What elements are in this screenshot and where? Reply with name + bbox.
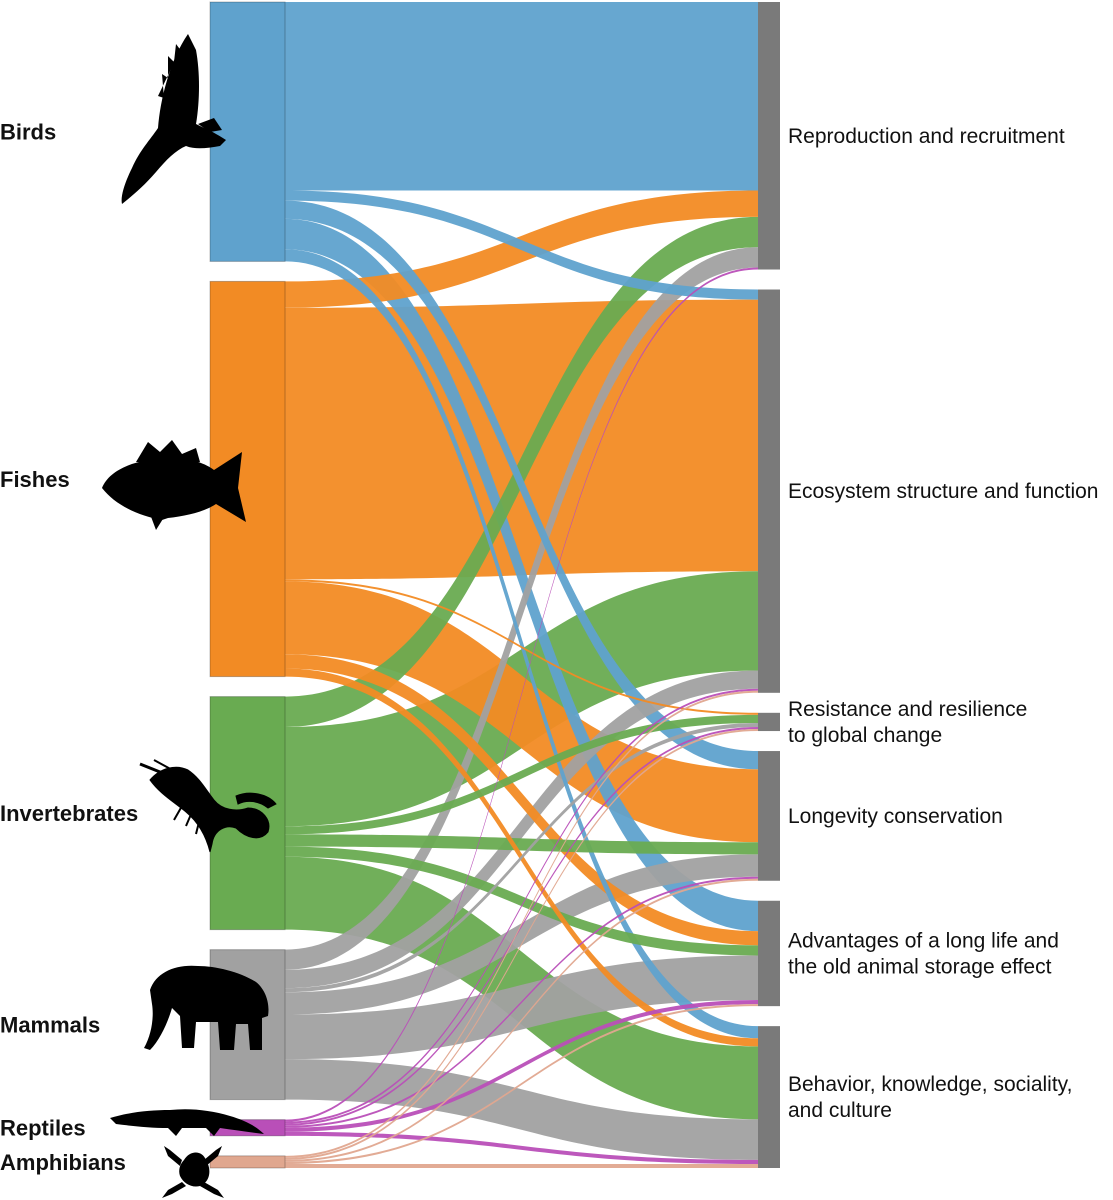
flow-birds-to-repro [285,2,758,191]
source-label-mammals: Mammals [0,1013,100,1038]
flow-mammals-to-adv [285,955,758,1060]
flow-mammals-to-resist [285,722,758,993]
target-label-behav: Behavior, knowledge, sociality, and cultu… [788,1073,1072,1122]
flow-fishes-to-eco [285,299,758,580]
flow-amphibians-to-behav [285,1163,758,1168]
flow-amphibians-to-adv [285,1004,758,1164]
target-node-eco [758,289,780,693]
flow-amphibians-to-longev [285,878,758,1162]
flow-amphibians-to-eco [285,690,758,1158]
source-label-amphibians: Amphibians [0,1150,126,1175]
target-label-eco: Ecosystem structure and function [788,480,1098,503]
source-node-amphibians [209,1155,286,1169]
target-node-repro [758,2,780,270]
target-label-line: the old animal storage effect [788,955,1052,978]
flow-invertebrates-to-repro [285,216,758,727]
target-node-resist [758,712,780,732]
flow-birds-to-eco [285,190,758,300]
crocodile-icon [110,1109,264,1136]
target-label-line: and culture [788,1099,892,1122]
lobster-icon [139,759,277,853]
flow-birds-to-longev [285,200,758,770]
flow-reptiles-to-resist [285,726,758,1126]
target-label-resist: Resistance and resilience to global chang… [788,698,1027,747]
bird-icon [121,34,226,204]
flow-reptiles-to-behav [285,1131,758,1164]
flow-amphibians-to-resist [285,729,758,1160]
flow-fishes-to-resist [285,579,758,715]
flow-birds-to-behav [285,249,758,1039]
elephant-icon [144,965,269,1050]
flow-mammals-to-eco [285,670,758,989]
target-label-line: Reproduction and recruitment [788,125,1065,148]
flow-mammals-to-longev [285,854,758,1015]
flow-reptiles-to-longev [285,876,758,1128]
icons-layer [102,34,277,1198]
target-node-longev [758,751,780,881]
flow-reptiles-to-eco [285,688,758,1124]
source-label-reptiles: Reptiles [0,1116,86,1141]
flow-reptiles-to-repro [285,267,758,1122]
target-label-line: Longevity conservation [788,805,1003,828]
flow-invertebrates-to-adv [285,846,758,956]
source-node-birds [209,1,286,262]
flow-reptiles-to-adv [285,1000,758,1132]
target-label-repro: Reproduction and recruitment [788,125,1065,148]
flow-mammals-to-repro [285,247,758,970]
target-label-adv: Advantages of a long life and the old ani… [788,929,1059,978]
flow-birds-to-adv [285,218,758,932]
target-label-line: Behavior, knowledge, sociality, [788,1073,1072,1096]
target-label-line: Resistance and resilience [788,698,1027,721]
target-label-line: to global change [788,724,942,747]
target-label-line: Ecosystem structure and function [788,480,1098,503]
flow-mammals-to-behav [285,1059,758,1160]
fish-icon [102,440,246,530]
source-label-fishes: Fishes [0,467,70,492]
flow-fishes-to-adv [285,654,758,946]
target-label-line: Advantages of a long life and [788,929,1059,952]
source-label-invertebrates: Invertebrates [0,801,138,826]
flow-invertebrates-to-longev [285,834,758,855]
source-label-birds: Birds [0,120,56,145]
target-node-adv [758,900,780,1007]
flow-invertebrates-to-resist [285,714,758,835]
links-layer [285,2,758,1168]
nodes-layer [209,1,780,1169]
frog-icon [162,1146,224,1198]
target-node-behav [758,1026,780,1168]
target-label-longev: Longevity conservation [788,805,1003,828]
labels-layer: BirdsFishesInvertebratesMammalsReptilesA… [0,120,1098,1175]
